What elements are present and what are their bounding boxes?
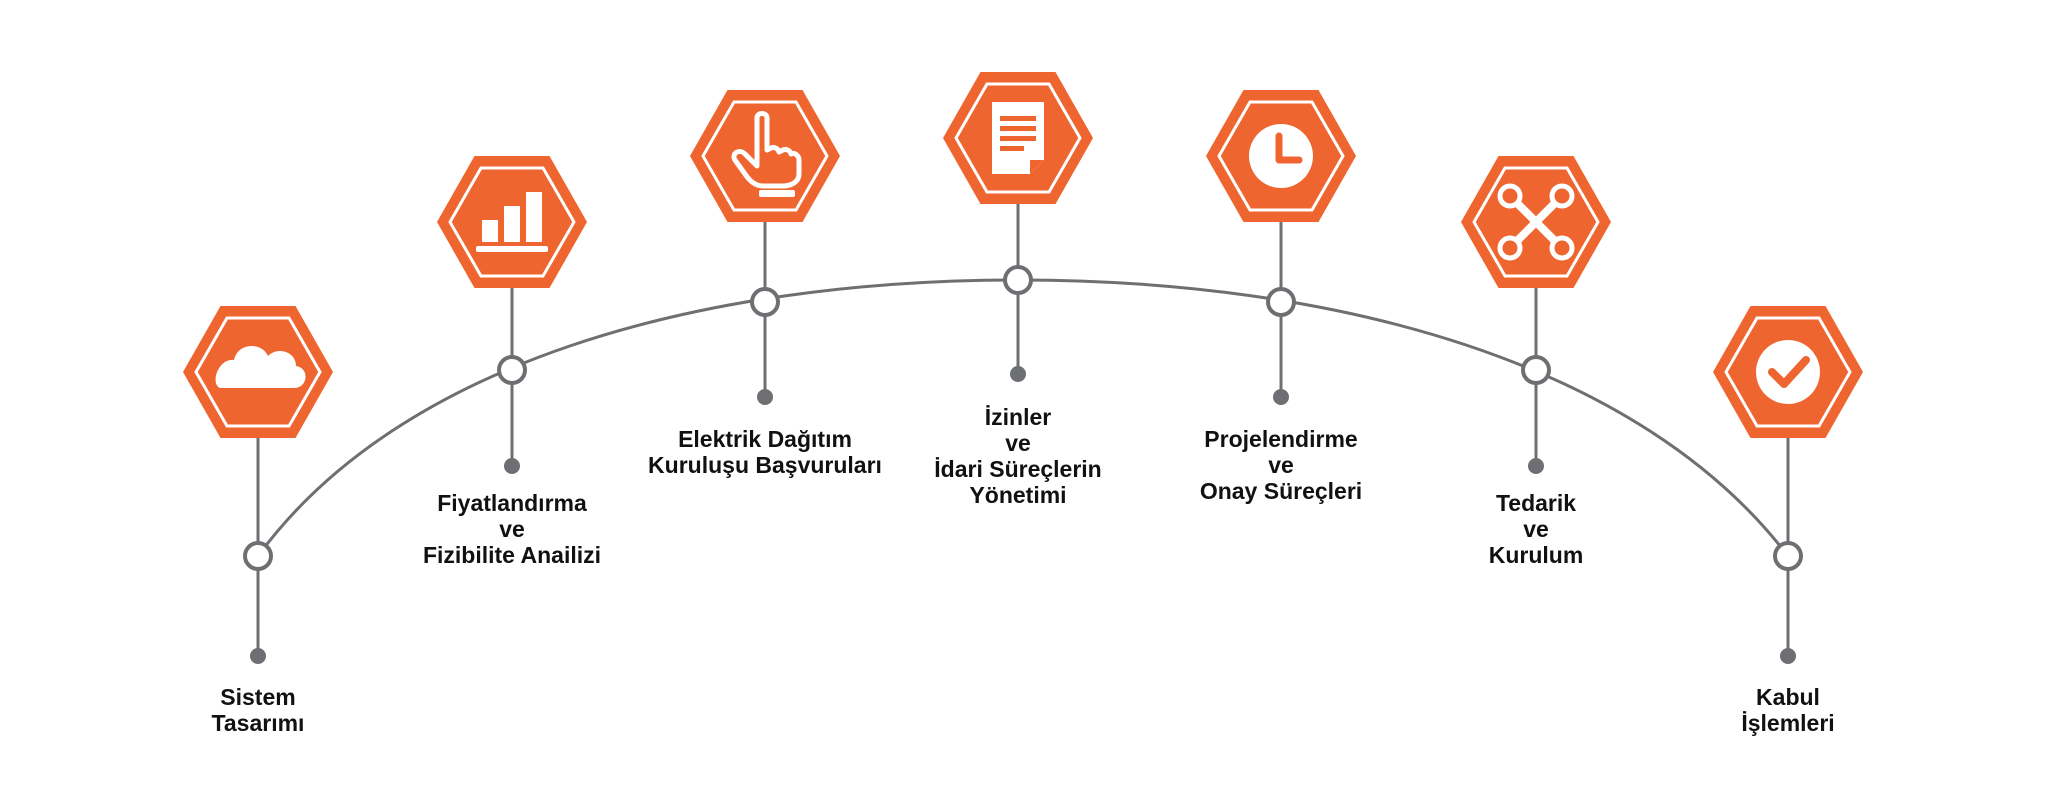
timeline-node [243,541,273,571]
step-label-kabul: Kabul İşlemleri [1741,684,1835,736]
timeline-step [1461,156,1611,474]
hexagon-inner-border [954,82,1082,194]
hexagon-inner-border [1472,166,1600,278]
end-dot [1780,648,1796,664]
hexagon-inner-border [448,166,576,278]
timeline-node [750,287,780,317]
hexagon-inner-border [1724,316,1852,428]
pointer-hand-icon [731,111,802,197]
cloud-icon [215,345,306,388]
clock-icon [1249,124,1313,188]
timeline-node [1521,355,1551,385]
timeline-node [497,355,527,385]
timeline-node [1003,265,1033,295]
tools-icon [1497,183,1575,261]
timeline-step [437,156,587,474]
hexagon-badge [690,90,840,222]
bar-chart-icon [476,192,548,252]
hexagon-inner-border [701,100,829,212]
end-dot [504,458,520,474]
hexagon-inner-border [1217,100,1345,212]
document-icon [992,102,1044,174]
check-icon [1756,340,1820,404]
step-label-elektrik-dagitim: Elektrik Dağıtım Kuruluşu Başvuruları [648,426,882,478]
end-dot [250,648,266,664]
timeline-node [1773,541,1803,571]
end-dot [1528,458,1544,474]
timeline-node [1266,287,1296,317]
end-dot [1010,366,1026,382]
timeline-step [943,72,1093,382]
timeline-step [1713,306,1863,664]
hexagon-inner-border [194,316,322,428]
step-label-sistem-tasarimi: Sistem Tasarımı [211,684,305,736]
step-label-tedarik: Tedarik ve Kurulum [1488,490,1584,568]
step-label-izinler: İzinler ve İdari Süreçlerin Yönetimi [934,404,1102,508]
timeline-step [183,306,333,664]
step-label-projelendirme: Projelendirme ve Onay Süreçleri [1199,426,1363,504]
step-label-fiyatlandirma: Fiyatlandırma ve Fizibilite Anailizi [422,490,602,568]
end-dot [1273,389,1289,405]
end-dot [757,389,773,405]
timeline-step [690,90,840,405]
timeline-step [1206,90,1356,405]
